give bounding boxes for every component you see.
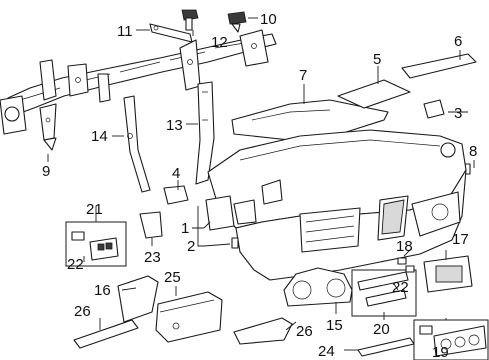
- callout-11: 11: [117, 23, 133, 40]
- trim-26a: [73, 319, 139, 349]
- callout-20: 20: [373, 321, 390, 338]
- callout-14: 14: [91, 128, 108, 145]
- callout-15: 15: [326, 317, 343, 334]
- bracket-11: [149, 23, 193, 43]
- bezel-17: [423, 255, 473, 293]
- clip-12: [181, 9, 199, 31]
- callout-6: 6: [454, 33, 462, 50]
- callout-23: 23: [144, 249, 161, 266]
- switch-22a: [71, 231, 119, 261]
- brace-13: [195, 81, 215, 185]
- module-25: [155, 291, 223, 343]
- leader-lines: [47, 17, 475, 351]
- cluster-15: [283, 267, 353, 307]
- clip-10: [227, 11, 247, 33]
- trim-22b: [357, 271, 409, 307]
- brace-14: [123, 95, 151, 193]
- callout-22-right: 22: [392, 279, 409, 296]
- callout-5: 5: [373, 51, 381, 68]
- bracket-1: [205, 195, 235, 231]
- bracket-4: [163, 185, 189, 205]
- callout-21: 21: [86, 201, 103, 218]
- clip-2: [231, 237, 239, 249]
- callout-25: 25: [164, 269, 181, 286]
- callout-3: 3: [454, 105, 462, 122]
- reinforcement-beam: [0, 29, 277, 151]
- callout-26-left: 26: [74, 303, 91, 320]
- callout-17: 17: [452, 231, 469, 248]
- bracket-3: [423, 99, 445, 119]
- callout-9: 9: [42, 163, 50, 180]
- callout-box-19: [413, 319, 489, 360]
- callout-2: 2: [187, 238, 195, 255]
- callout-10: 10: [260, 11, 277, 28]
- trim-26b: [233, 317, 293, 345]
- control-19: [419, 325, 487, 357]
- callout-18: 18: [396, 238, 413, 255]
- pad-7: [231, 99, 389, 141]
- callout-13: 13: [166, 117, 183, 134]
- cover-5: [337, 79, 411, 109]
- strip-24: [357, 337, 415, 357]
- cover-6: [401, 53, 477, 79]
- callout-16: 16: [94, 282, 111, 299]
- panel-16: [117, 275, 159, 323]
- callout-7: 7: [299, 67, 307, 84]
- callout-8: 8: [469, 143, 477, 160]
- callout-1: 1: [181, 220, 189, 237]
- callout-22-left: 22: [67, 256, 84, 273]
- instrument-panel: [207, 129, 467, 281]
- callout-24: 24: [318, 343, 335, 360]
- callout-labels: 1 2 3 4 5 6 7 8 9 10 11 12 13 14 15 16 1…: [42, 11, 477, 360]
- callout-26-right: 26: [296, 323, 313, 340]
- callout-19: 19: [432, 344, 449, 360]
- bracket-23: [139, 211, 163, 239]
- clip-18: [397, 257, 415, 273]
- callout-12: 12: [211, 34, 228, 51]
- callout-4: 4: [172, 165, 180, 182]
